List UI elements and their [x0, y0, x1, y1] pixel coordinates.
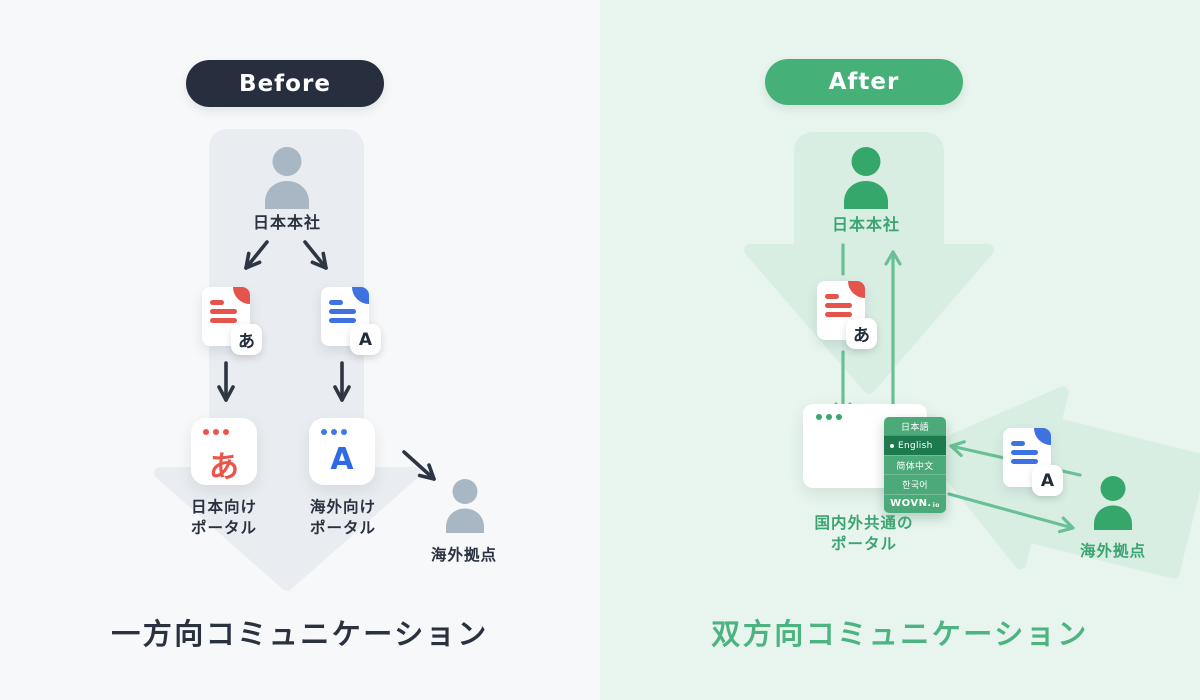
overseas-label-after: 海外拠点 [1079, 542, 1146, 560]
overseas-portal-label: 海外向け ポータル [309, 498, 376, 537]
japanese-language-badge: あ [846, 318, 877, 349]
language-selector: 日本語 English 简体中文 한국어 WOVN. io [884, 417, 946, 513]
language-option-simplified-chinese: 简体中文 [884, 454, 946, 474]
page-fold-icon [1034, 428, 1051, 445]
english-language-badge: A [1032, 465, 1063, 496]
japanese-language-badge: あ [231, 324, 262, 355]
window-dots-icon [203, 429, 229, 435]
selected-language-bullet-icon [890, 443, 894, 448]
japan-portal-icon: あ [191, 418, 257, 485]
hq-label: 日本本社 [252, 213, 321, 232]
overseas-person-icon [446, 479, 484, 533]
hq-person-green-icon [844, 147, 888, 209]
japanese-document-after-icon: あ [817, 281, 877, 349]
language-option-japanese: 日本語 [901, 422, 929, 433]
page-fold-icon [352, 287, 369, 304]
language-option-korean: 한국어 [884, 474, 946, 493]
overseas-person-green-icon [1094, 476, 1132, 530]
hq-person-icon [265, 147, 309, 209]
overseas-portal-icon: A [309, 418, 375, 485]
japanese-char: あ [209, 450, 239, 485]
page-fold-icon [233, 287, 250, 304]
wovn-logo: WOVN. io [884, 493, 946, 513]
arrow-portal-to-overseas-right-icon [947, 492, 1075, 534]
big-down-arrow-after-icon [744, 132, 994, 394]
window-dots-icon [816, 414, 842, 420]
after-badge: After [765, 59, 963, 105]
hq-label-after: 日本本社 [831, 215, 900, 234]
page-fold-icon [848, 281, 865, 298]
arrow-hq-to-doc-en-icon [303, 240, 328, 270]
english-language-badge: A [350, 324, 381, 355]
shared-portal-label: 国内外共通の ポータル [814, 514, 914, 553]
after-caption: 双方向コミュニケーション [711, 617, 1089, 651]
arrow-hq-to-doc-ja-icon [244, 240, 269, 270]
latin-char: A [330, 442, 354, 477]
english-document-icon: A [321, 287, 381, 355]
japanese-document-icon: あ [202, 287, 262, 355]
arrow-portal-to-overseas-icon [402, 450, 436, 481]
before-caption: 一方向コミュニケーション [111, 617, 489, 651]
language-option-english-selected: English [884, 435, 946, 455]
before-badge: Before [186, 60, 384, 107]
window-dots-icon [321, 429, 347, 435]
japan-portal-label: 日本向け ポータル [190, 498, 257, 537]
big-left-arrow-after-icon [924, 386, 1200, 579]
english-document-after-icon: A [1003, 428, 1063, 496]
overseas-label: 海外拠点 [430, 546, 497, 564]
